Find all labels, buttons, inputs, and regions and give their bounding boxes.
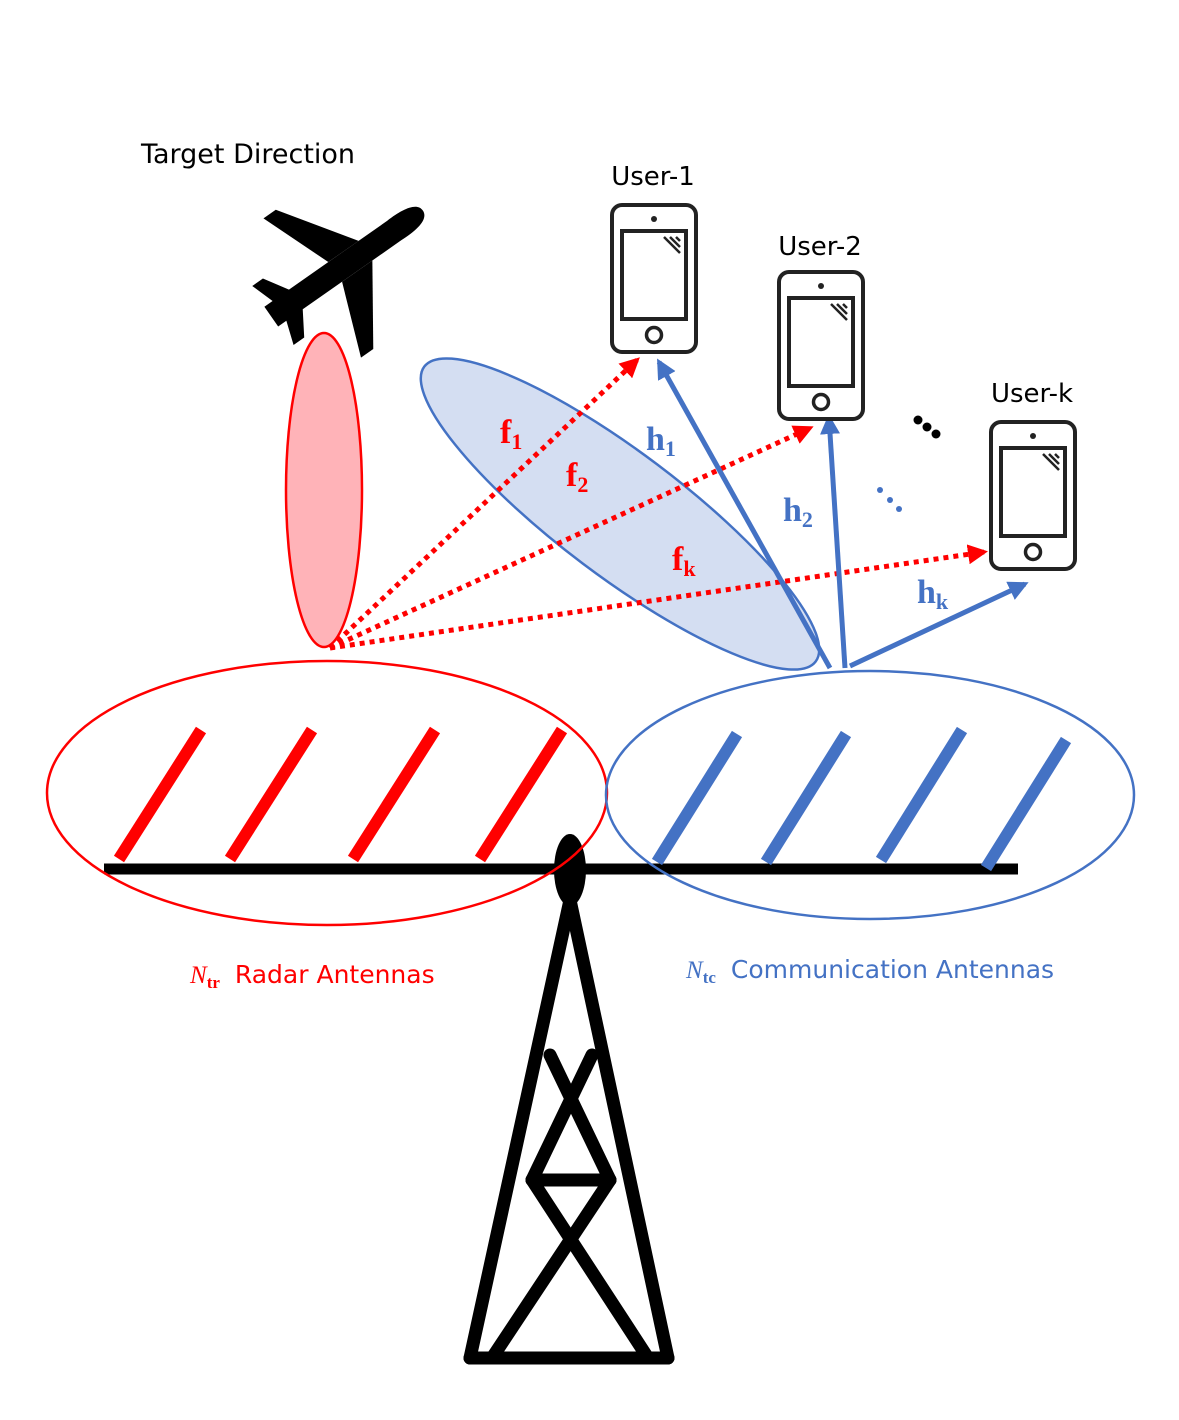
comm-antenna-element xyxy=(760,730,852,866)
user-1-label: User-1 xyxy=(611,162,695,192)
comm-channel-h1-label: h1 xyxy=(646,421,676,461)
radar-beam-f1-line xyxy=(328,357,640,650)
comm-channel-h2-line xyxy=(820,414,848,669)
user-k-label: User-k xyxy=(991,379,1073,409)
comm-channel-hk-label: hk xyxy=(917,574,949,614)
comm-array-outline xyxy=(604,669,1136,921)
comm-channel-h2-label: h2 xyxy=(783,492,813,532)
radar-antenna-element xyxy=(224,726,318,863)
user-2-phone-icon xyxy=(777,270,865,421)
radar-antenna-element xyxy=(113,726,207,863)
comm-array-symbol-sub: tc xyxy=(703,968,717,987)
radar-beam-f2-label: f2 xyxy=(566,457,588,497)
comm-array-text: Communication Antennas xyxy=(731,955,1054,984)
comm-array-symbol: N xyxy=(685,957,704,984)
more-users-dots-icon xyxy=(913,415,941,439)
radar-beam-f1-label: f1 xyxy=(500,414,522,454)
user-k-phone-icon xyxy=(989,420,1077,571)
target-direction-label: Target Direction xyxy=(140,139,355,170)
more-channels-dots-icon xyxy=(877,487,902,512)
airplane-icon xyxy=(252,206,425,358)
comm-channel-hk-line xyxy=(848,581,1029,669)
radar-beam-fk-label: fk xyxy=(672,541,696,581)
comm-antenna-elements xyxy=(651,726,1072,872)
radar-antenna-element xyxy=(347,726,441,863)
radar-beam-f2-line xyxy=(328,425,814,651)
user-1-phone-icon xyxy=(610,203,698,354)
comm-array-label: Ntc Communication Antennas xyxy=(685,955,1054,987)
comm-channel-h1-line xyxy=(656,358,833,670)
radar-beam-fk-line xyxy=(329,544,988,651)
comm-antenna-element xyxy=(980,736,1072,872)
base-station-tower-icon xyxy=(463,893,675,1365)
radar-array-symbol-sub: tr xyxy=(207,973,221,992)
radar-beam-lobe xyxy=(284,331,364,649)
radar-antenna-elements xyxy=(113,726,568,863)
user-2-label: User-2 xyxy=(778,232,862,262)
radar-antenna-element xyxy=(474,726,568,863)
radar-array-label: Ntr Radar Antennas xyxy=(189,960,435,992)
radar-array-text: Radar Antennas xyxy=(235,960,435,989)
comm-antenna-element xyxy=(651,730,743,866)
radar-array-symbol: N xyxy=(189,962,208,989)
comm-antenna-element xyxy=(875,726,968,864)
